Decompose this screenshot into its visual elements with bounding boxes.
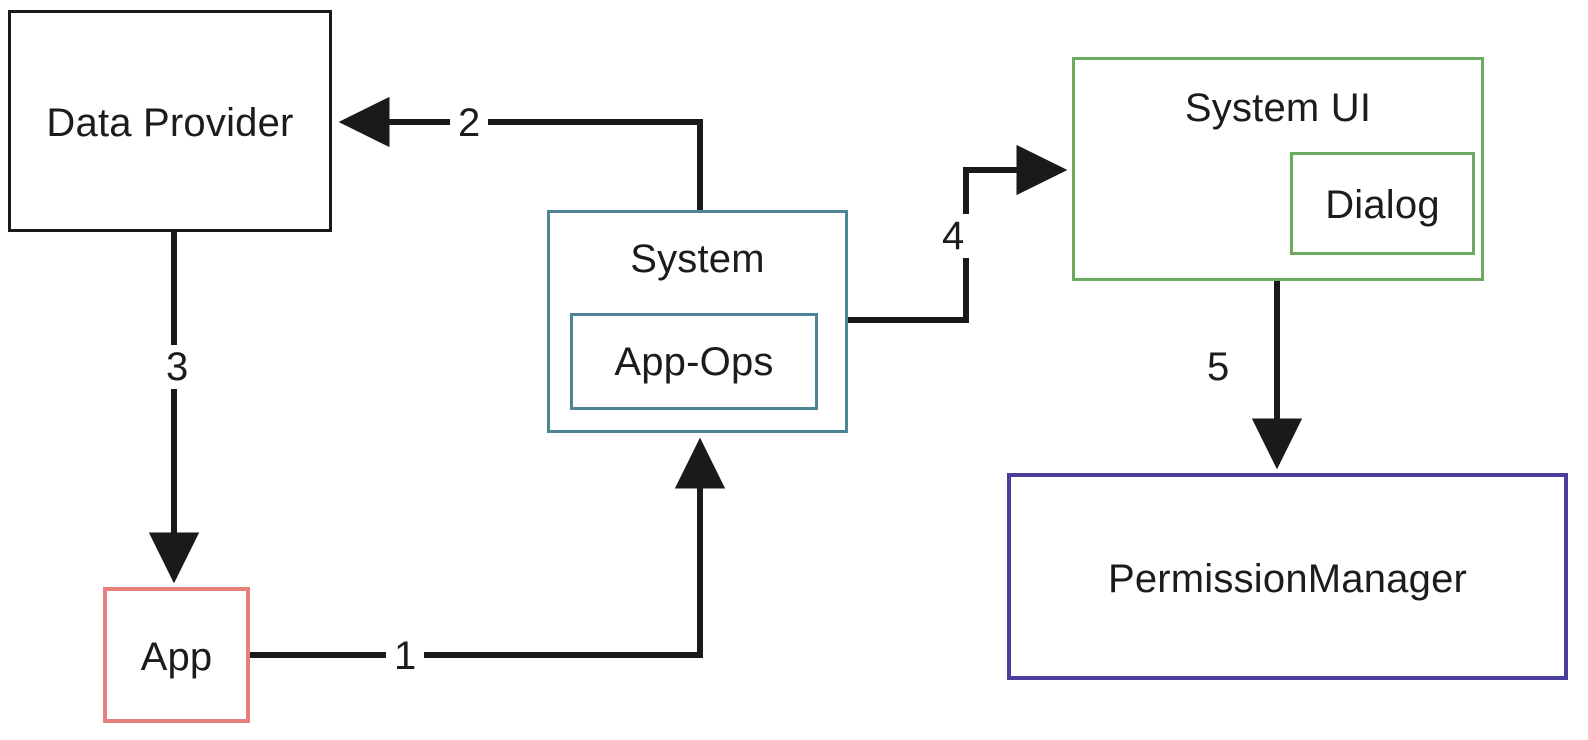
node-data-provider-label: Data Provider	[46, 101, 294, 145]
node-app-ops-label: App-Ops	[614, 340, 774, 384]
edge-label-5: 5	[1199, 345, 1238, 389]
edge-label-3: 3	[158, 345, 197, 389]
node-app-ops[interactable]: App-Ops	[570, 313, 818, 410]
node-system-ui-label: System UI	[1184, 86, 1372, 130]
node-system-label: System	[630, 237, 765, 281]
node-dialog[interactable]: Dialog	[1290, 152, 1475, 255]
node-dialog-label: Dialog	[1325, 183, 1440, 227]
node-data-provider[interactable]: Data Provider	[8, 10, 332, 232]
node-permission-manager-label: PermissionManager	[1107, 557, 1468, 601]
node-app[interactable]: App	[103, 587, 250, 723]
edge-1-app-to-system	[250, 437, 726, 658]
edge-label-4: 4	[934, 214, 973, 258]
edge-2-system-to-data-provider	[338, 96, 703, 210]
node-permission-manager[interactable]: PermissionManager	[1007, 473, 1568, 680]
node-app-label: App	[140, 635, 213, 679]
edge-label-1: 1	[386, 634, 425, 678]
edge-label-2: 2	[450, 101, 489, 145]
